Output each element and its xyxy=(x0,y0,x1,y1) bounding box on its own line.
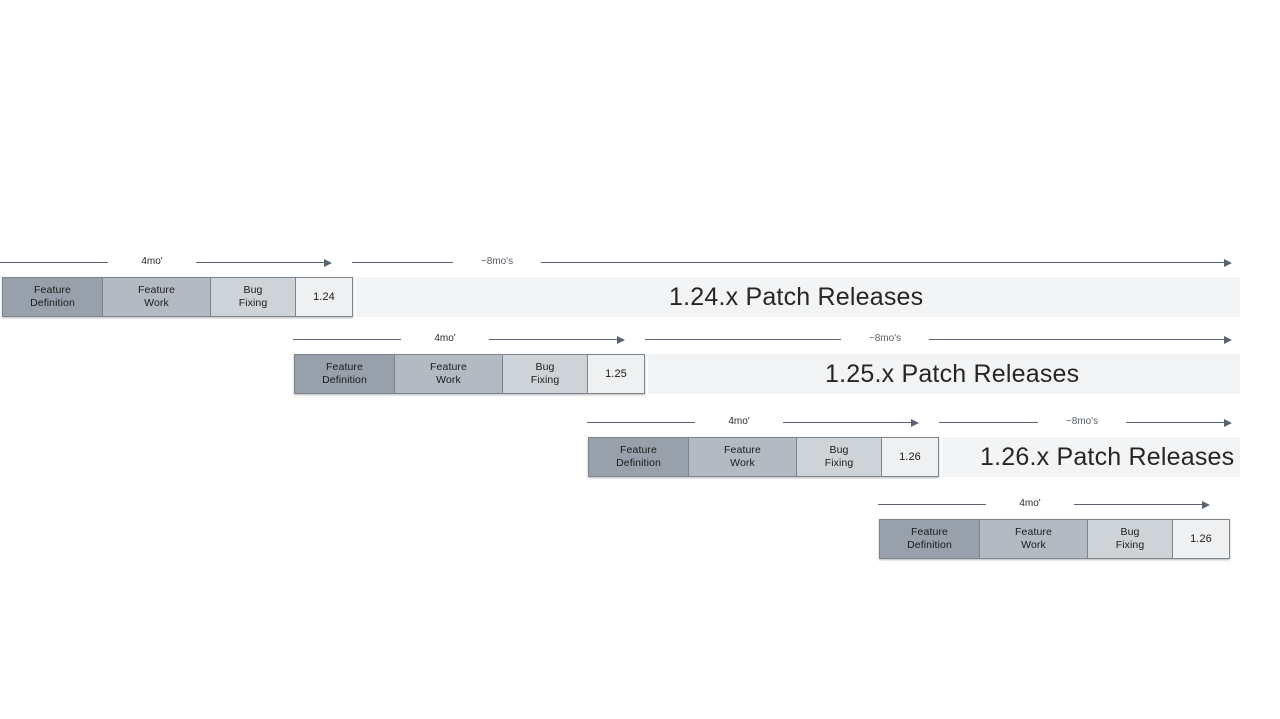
measure-development-0-arrowhead-icon xyxy=(324,258,332,267)
measure-development-2-line-left xyxy=(587,422,695,423)
phase-cell-feature-definition-1.26-2[interactable]: Feature Definition xyxy=(588,437,688,477)
phase-cell-feature-definition-1.25-1[interactable]: Feature Definition xyxy=(294,354,394,394)
measure-patch-1-arrowhead-icon xyxy=(1224,335,1232,344)
measure-development-2-line-right xyxy=(783,422,911,423)
measure-patch-0-line-right xyxy=(541,262,1224,263)
patch-releases-label-1.25: 1.25.x Patch Releases xyxy=(825,360,1080,388)
measure-patch-1: ~8mo's xyxy=(645,328,1232,350)
measure-patch-2-label: ~8mo's xyxy=(1065,416,1099,427)
phase-cell-feature-work-1.26-3[interactable]: Feature Work xyxy=(979,519,1087,559)
phase-cell-feature-definition-1.24-0[interactable]: Feature Definition xyxy=(2,277,102,317)
measure-development-0: 4mo' xyxy=(0,251,332,273)
measure-development-2-label: 4mo' xyxy=(728,416,750,427)
measure-development-3-line-left xyxy=(878,504,986,505)
patch-releases-bar-1.24: 1.24.x Patch Releases xyxy=(356,277,1240,317)
measure-development-1: 4mo' xyxy=(293,328,625,350)
measure-patch-2-line-right xyxy=(1126,422,1224,423)
measure-patch-0-line-left xyxy=(352,262,453,263)
phase-cell-version-marker-1.25-1[interactable]: 1.25 xyxy=(587,354,645,394)
phase-cell-feature-work-1.25-1[interactable]: Feature Work xyxy=(394,354,502,394)
measure-development-1-line-left xyxy=(293,339,401,340)
measure-development-0-line-left xyxy=(0,262,108,263)
phase-cell-version-marker-1.24-0[interactable]: 1.24 xyxy=(295,277,353,317)
measure-development-3-arrowhead-icon xyxy=(1202,500,1210,509)
measure-development-0-label: 4mo' xyxy=(141,256,163,267)
patch-releases-label-1.24: 1.24.x Patch Releases xyxy=(669,283,924,311)
measure-development-3-label: 4mo' xyxy=(1019,498,1041,509)
measure-development-1-label: 4mo' xyxy=(434,333,456,344)
phase-cell-version-marker-1.26-3[interactable]: 1.26 xyxy=(1172,519,1230,559)
measure-development-3: 4mo' xyxy=(878,493,1210,515)
patch-releases-bar-1.25: 1.25.x Patch Releases xyxy=(648,354,1240,394)
phase-cell-bug-fixing-1.24-0[interactable]: Bug Fixing xyxy=(210,277,295,317)
measure-development-3-line-right xyxy=(1074,504,1202,505)
measure-development-2-arrowhead-icon xyxy=(911,418,919,427)
measure-patch-2: ~8mo's xyxy=(939,411,1232,433)
patch-releases-bar-1.26: 1.26.x Patch Releases xyxy=(942,437,1240,477)
phase-cell-bug-fixing-1.26-3[interactable]: Bug Fixing xyxy=(1087,519,1172,559)
measure-patch-0-label: ~8mo's xyxy=(480,256,514,267)
measure-patch-2-arrowhead-icon xyxy=(1224,418,1232,427)
measure-patch-2-line-left xyxy=(939,422,1038,423)
phase-cell-bug-fixing-1.26-2[interactable]: Bug Fixing xyxy=(796,437,881,477)
measure-development-1-line-right xyxy=(489,339,617,340)
phase-cell-feature-work-1.26-2[interactable]: Feature Work xyxy=(688,437,796,477)
measure-patch-1-label: ~8mo's xyxy=(868,333,902,344)
patch-releases-label-1.26: 1.26.x Patch Releases xyxy=(980,443,1235,471)
phase-cell-feature-definition-1.26-3[interactable]: Feature Definition xyxy=(879,519,979,559)
phase-cell-bug-fixing-1.25-1[interactable]: Bug Fixing xyxy=(502,354,587,394)
measure-patch-0-arrowhead-icon xyxy=(1224,258,1232,267)
measure-development-2: 4mo' xyxy=(587,411,919,433)
release-row-1.26-3 xyxy=(0,0,1280,1)
measure-patch-0: ~8mo's xyxy=(352,251,1232,273)
measure-development-0-line-right xyxy=(196,262,324,263)
measure-patch-1-line-right xyxy=(929,339,1224,340)
phase-cell-feature-work-1.24-0[interactable]: Feature Work xyxy=(102,277,210,317)
measure-patch-1-line-left xyxy=(645,339,841,340)
measure-development-1-arrowhead-icon xyxy=(617,335,625,344)
phase-cell-version-marker-1.26-2[interactable]: 1.26 xyxy=(881,437,939,477)
